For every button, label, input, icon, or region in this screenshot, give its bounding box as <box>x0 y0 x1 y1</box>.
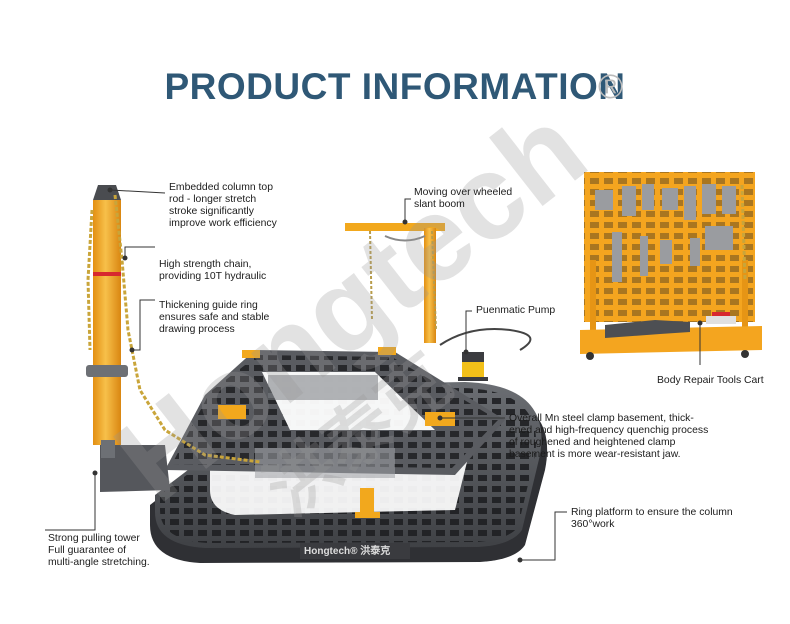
callout-line: Thickening guide ring <box>159 300 258 311</box>
slant-boom <box>345 223 445 343</box>
callout-line: of roughened and heightened clamp <box>509 437 676 448</box>
bench-frame <box>165 350 505 478</box>
callout-line: basement is more wear-resistant jaw. <box>509 449 681 460</box>
page-title: PRODUCT INFORMATION ® <box>0 66 790 108</box>
callout-ring-platform: Ring platform to ensure the column 360°w… <box>571 507 733 531</box>
registered-mark: ® <box>598 68 624 106</box>
callout-pump: Puenmatic Pump <box>476 305 555 317</box>
callout-line: High strength chain, <box>159 259 252 270</box>
pneumatic-pump <box>439 328 532 381</box>
callout-line: Embedded column top <box>169 182 273 193</box>
tower-chain <box>86 194 261 464</box>
callout-guide-ring: Thickening guide ring ensures safe and s… <box>159 300 269 336</box>
callout-line: Overall Mn steel clamp basement, thick- <box>509 413 694 424</box>
callout-boom: Moving over wheeled slant boom <box>414 187 512 211</box>
callout-clamp: Overall Mn steel clamp basement, thick- … <box>509 413 708 461</box>
callout-line: multi-angle stretching. <box>48 557 150 568</box>
callout-line: improve work efficiency <box>169 218 277 229</box>
callout-tower: Strong pulling tower Full guarantee of m… <box>48 533 150 569</box>
callout-column-rod: Embedded column top rod - longer stretch… <box>169 182 277 230</box>
callout-line: Puenmatic Pump <box>476 305 556 316</box>
tools-cart <box>580 172 762 360</box>
callout-line: Full guarantee of <box>48 545 126 556</box>
callout-line: Ring platform to ensure the column <box>571 507 733 518</box>
callout-chain: High strength chain, providing 10T hydra… <box>159 259 266 283</box>
callout-dots <box>92 187 703 563</box>
page-title-text: PRODUCT INFORMATION <box>164 66 626 107</box>
callout-leaders <box>45 189 701 561</box>
callout-line: drawing process <box>159 324 235 335</box>
platform-logo-plate <box>300 543 410 559</box>
callout-line: ensures safe and stable <box>159 312 270 323</box>
callout-line: Body Repair Tools Cart <box>657 375 764 386</box>
callout-tools-cart: Body Repair Tools Cart <box>657 375 764 387</box>
callout-line: Strong pulling tower <box>48 533 140 544</box>
pulling-tower <box>86 185 170 492</box>
callout-line: ened and high-frequency quenchig process <box>509 425 709 436</box>
callout-line: slant boom <box>414 199 465 210</box>
callout-line: rod - longer stretch <box>169 194 257 205</box>
platform-logo: Hongtech® 洪泰克 <box>304 546 391 557</box>
callout-line: stroke significantly <box>169 206 254 217</box>
callout-line: providing 10T hydraulic <box>159 271 267 282</box>
callout-line: Moving over wheeled <box>414 187 513 198</box>
callout-line: 360°work <box>571 519 615 530</box>
